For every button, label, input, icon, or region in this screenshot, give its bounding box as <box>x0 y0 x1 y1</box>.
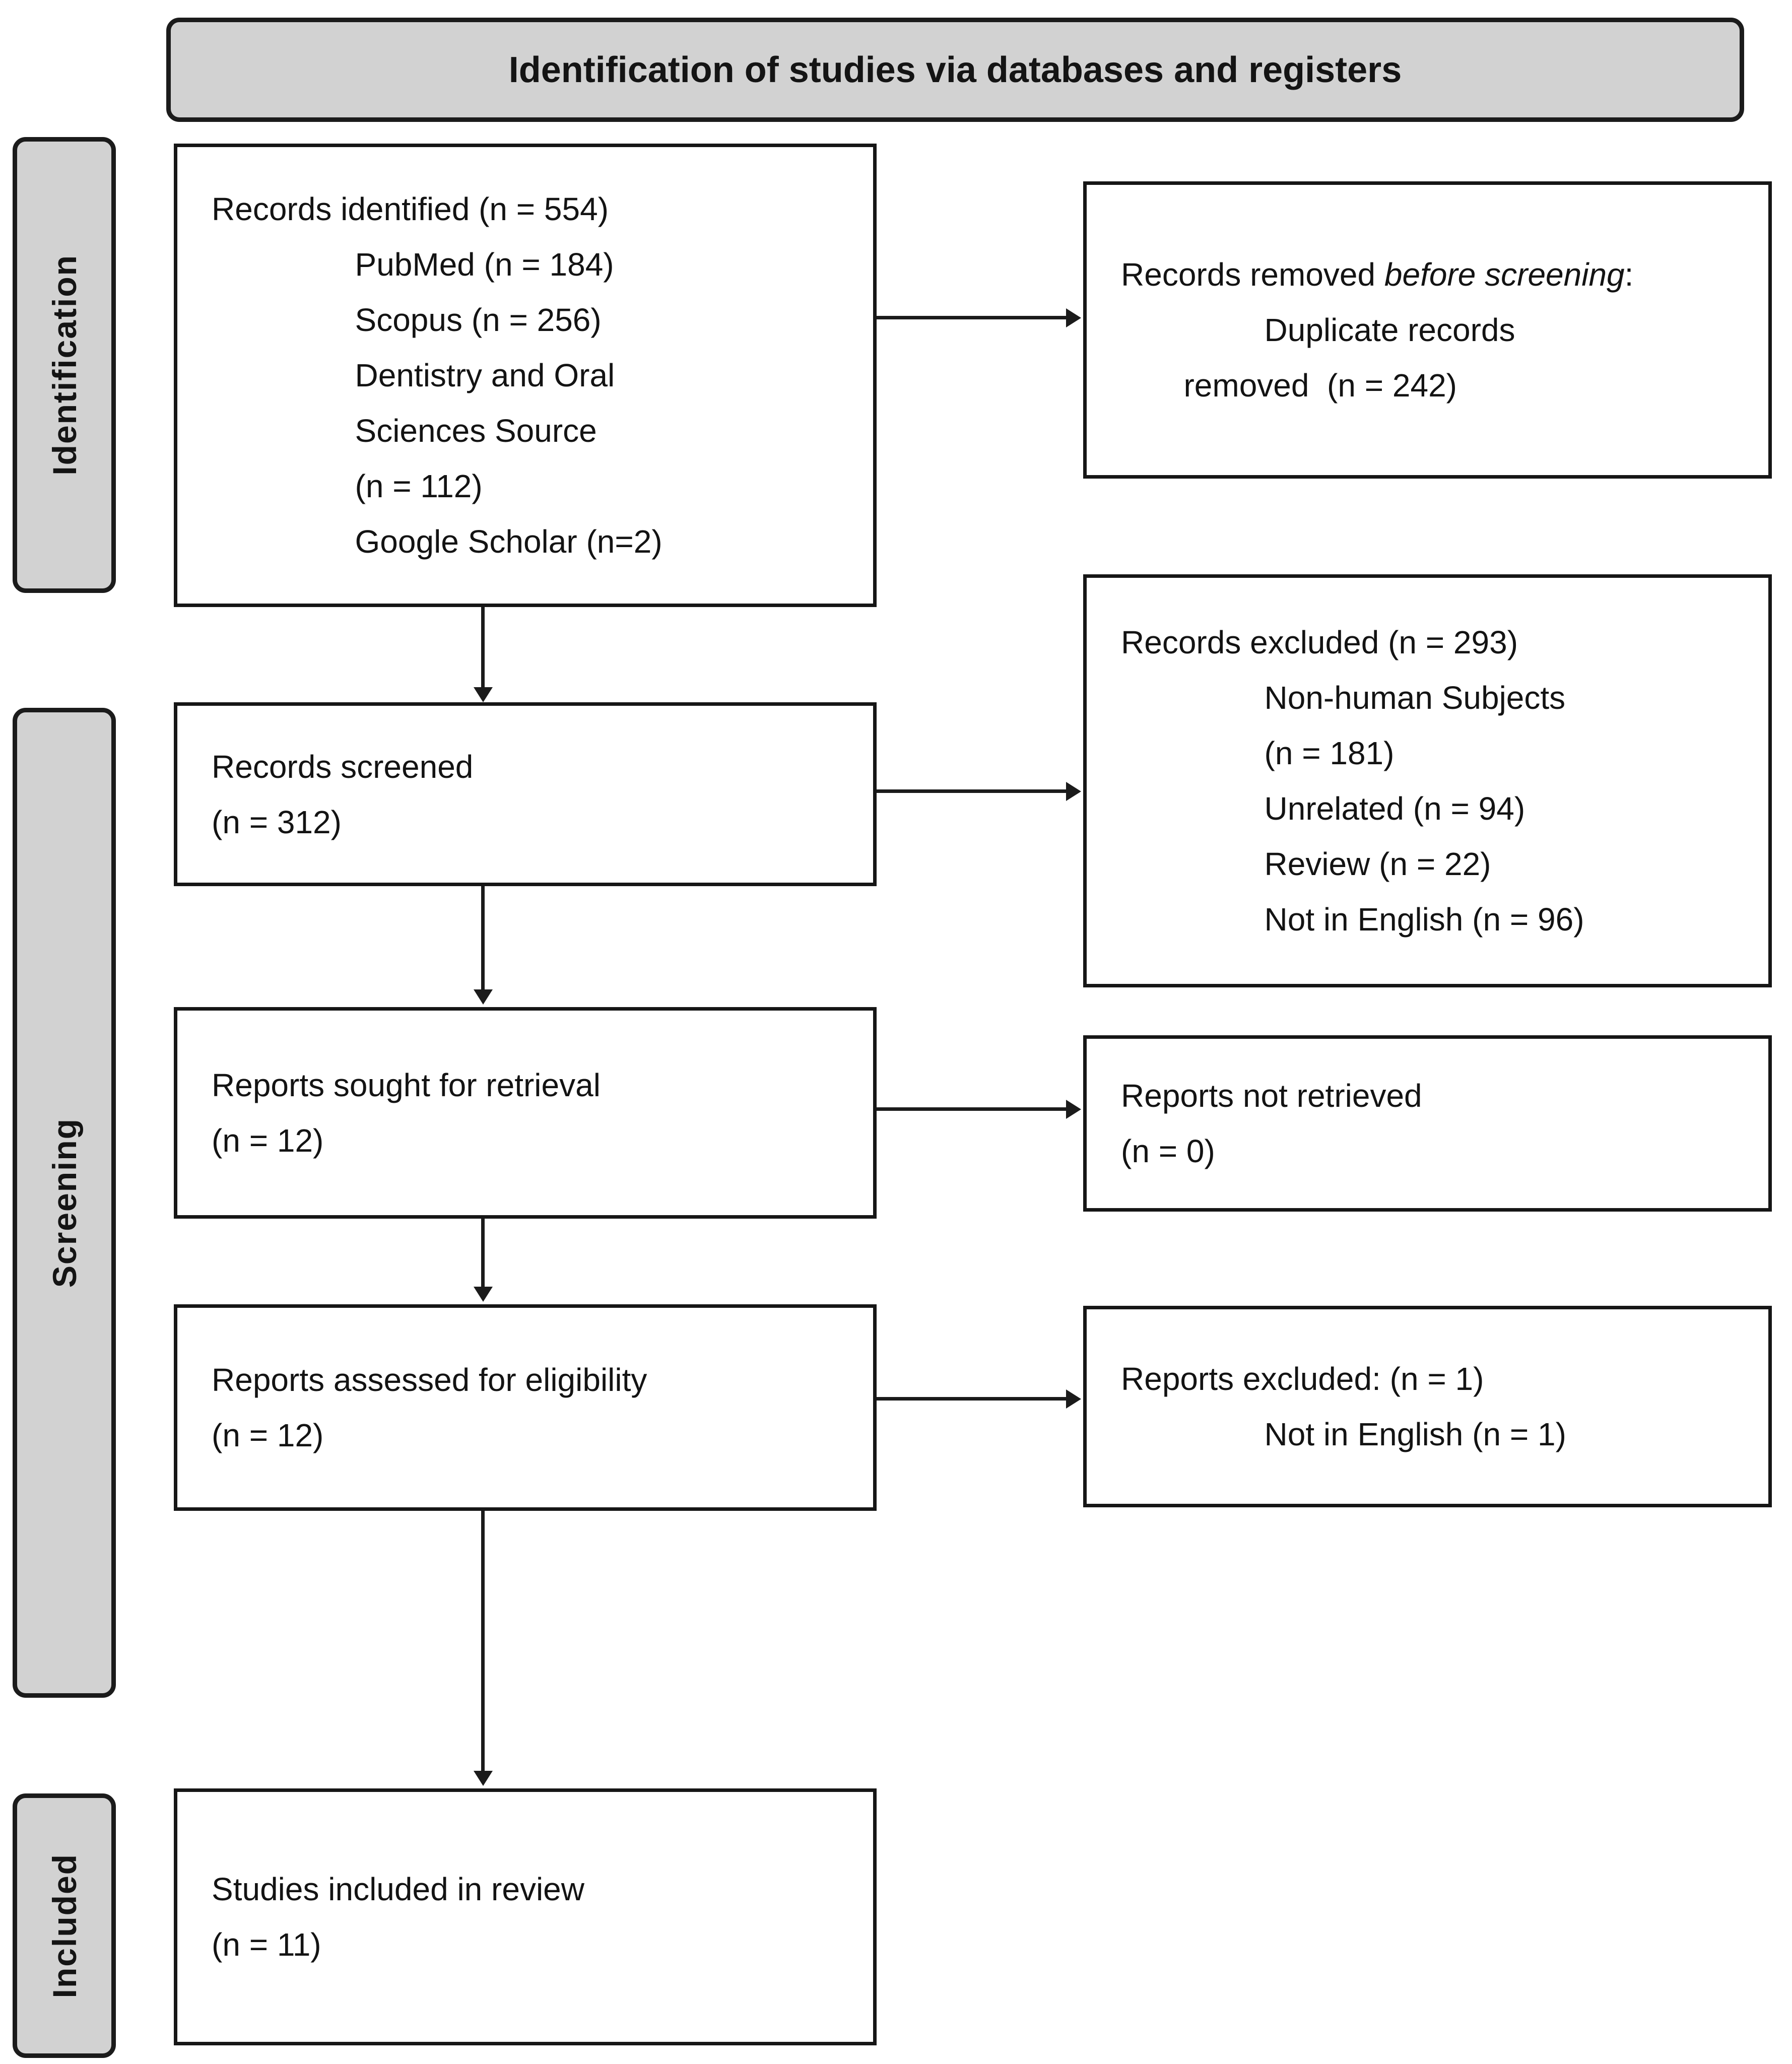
arrow-screened-to-sought-line <box>481 886 485 990</box>
box-reports-not-retrieved: Reports not retrieved (n = 0) <box>1083 1035 1772 1212</box>
box-records-screened-text: Records screened (n = 312) <box>212 748 474 840</box>
stage-label-included: Included <box>13 1793 116 2058</box>
box-reports-excluded: Reports excluded: (n = 1) Not in English… <box>1083 1306 1772 1507</box>
arrow-screened-to-excluded-line <box>877 789 1066 793</box>
stage-label-identification-text: Identification <box>45 254 83 476</box>
stage-label-screening-text: Screening <box>45 1117 83 1288</box>
arrow-screened-to-excluded-head <box>1066 782 1081 801</box>
records-removed-prefix: Records removed <box>1121 256 1384 293</box>
header-banner: Identification of studies via databases … <box>166 18 1744 122</box>
box-reports-excluded-text: Reports excluded: (n = 1) Not in English… <box>1121 1361 1566 1452</box>
arrow-identified-to-removed-line <box>877 316 1066 319</box>
box-reports-sought: Reports sought for retrieval (n = 12) <box>174 1007 877 1219</box>
box-records-removed-text: Records removed before screening: Duplic… <box>1087 247 1668 413</box>
box-studies-included-text: Studies included in review (n = 11) <box>212 1871 584 1963</box>
stage-label-identification: Identification <box>13 137 116 593</box>
box-studies-included: Studies included in review (n = 11) <box>174 1788 877 2045</box>
box-reports-not-retrieved-text: Reports not retrieved (n = 0) <box>1121 1078 1422 1169</box>
box-records-identified: Records identified (n = 554) PubMed (n =… <box>174 144 877 607</box>
arrow-identified-to-removed-head <box>1066 308 1081 327</box>
records-removed-detail: Duplicate records removed (n = 242) <box>1183 312 1515 404</box>
arrow-identified-to-screened-line <box>481 607 485 688</box>
arrow-screened-to-sought-head <box>474 989 493 1005</box>
stage-label-included-text: Included <box>45 1853 83 1999</box>
arrow-identified-to-screened-head <box>474 687 493 702</box>
arrow-assessed-to-excluded-line <box>877 1397 1066 1401</box>
stage-label-screening: Screening <box>13 708 116 1698</box>
box-records-screened: Records screened (n = 312) <box>174 702 877 886</box>
arrow-sought-to-notretrieved-line <box>877 1107 1066 1111</box>
header-title: Identification of studies via databases … <box>508 49 1402 90</box>
arrow-sought-to-notretrieved-head <box>1066 1100 1081 1119</box>
box-records-excluded-text: Records excluded (n = 293) Non-human Sub… <box>1121 624 1584 938</box>
records-removed-suffix: : <box>1624 256 1634 293</box>
box-records-removed: Records removed before screening: Duplic… <box>1083 181 1772 479</box>
box-records-excluded: Records excluded (n = 293) Non-human Sub… <box>1083 574 1772 987</box>
arrow-assessed-to-excluded-head <box>1066 1389 1081 1409</box>
box-records-identified-text: Records identified (n = 554) PubMed (n =… <box>212 191 662 560</box>
arrow-sought-to-assessed-line <box>481 1219 485 1287</box>
arrow-sought-to-assessed-head <box>474 1287 493 1302</box>
box-reports-assessed-text: Reports assessed for eligibility (n = 12… <box>212 1362 647 1453</box>
records-removed-italic: before screening <box>1384 256 1625 293</box>
arrow-assessed-to-included-line <box>481 1511 485 1771</box>
arrow-assessed-to-included-head <box>474 1771 493 1786</box>
box-reports-assessed: Reports assessed for eligibility (n = 12… <box>174 1304 877 1511</box>
box-reports-sought-text: Reports sought for retrieval (n = 12) <box>212 1067 601 1159</box>
